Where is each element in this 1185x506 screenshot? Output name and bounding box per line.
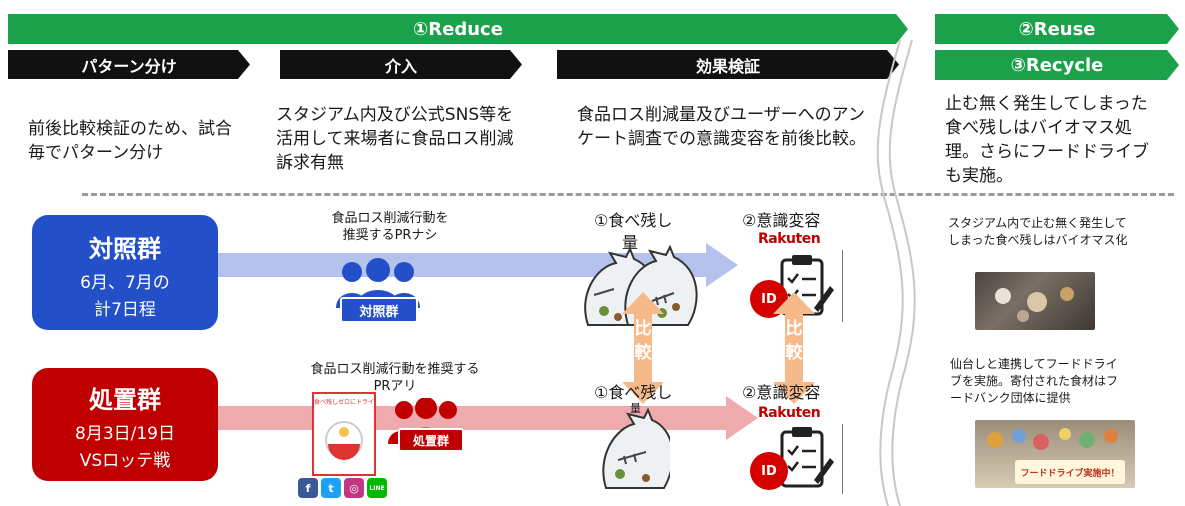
dashed-separator <box>82 193 1174 196</box>
compare-food-char-1: 比 <box>634 319 652 339</box>
rakuten-logo: Rakuten <box>758 231 821 247</box>
verify-description: 食品ロス削減量及びユーザーへのアンケート調査での意識変容を前後比較。 <box>577 105 866 149</box>
control-awareness-label: ②意識変容 <box>742 211 821 230</box>
compare-arrow-food <box>622 292 664 404</box>
treatment-group-detail-2: VSロッテ戦 <box>79 451 171 471</box>
wavy-divider <box>876 40 916 506</box>
control-group-detail-2: 計7日程 <box>94 300 156 320</box>
treatment-group-box: 処置群 8月3日/19日 VSロッテ戦 <box>32 368 218 481</box>
food-drive-sign: フードドライブ実施中！ <box>1015 460 1125 484</box>
step-verify: 効果検証 <box>557 50 899 79</box>
facebook-icon[interactable]: f <box>298 478 318 498</box>
plate-icon <box>325 421 363 460</box>
recycle-banner-label: ③Recycle <box>1010 54 1104 76</box>
line-icon[interactable]: LINE <box>367 478 387 498</box>
treatment-flow-arrow <box>218 396 758 440</box>
step-intervention-label: 介入 <box>384 56 417 76</box>
control-food-label-2: 量 <box>622 233 639 252</box>
pr-poster-text: 食べ残しゼロにトライ <box>314 399 374 406</box>
biomass-note: スタジアム内で止む無く発生してしまった食べ残しはバイオマス化 <box>948 216 1128 247</box>
treatment-pr-text-2: PRアリ <box>373 379 417 394</box>
reuse-banner: ②Reuse <box>935 14 1179 44</box>
compare-awareness-char-1: 比 <box>785 319 803 339</box>
control-group-box: 対照群 6月、7月の 計7日程 <box>32 215 218 330</box>
control-group-title: 対照群 <box>89 235 161 263</box>
reduce-banner: ①Reduce <box>8 14 908 44</box>
recycle-description: 止む無く発生してしまった食べ残しはバイオマス処理。さらにフードドライブも実施。 <box>945 94 1149 186</box>
control-people-badge: 対照群 <box>340 297 418 323</box>
treatment-group-title: 処置群 <box>89 386 161 414</box>
step-pattern-label: パターン分け <box>81 56 177 76</box>
control-group-detail-1: 6月、7月の <box>80 273 170 293</box>
pattern-description: 前後比較検証のため、試合毎でパターン分け <box>28 119 232 163</box>
sns-icons: f t ◎ LINE <box>298 478 387 498</box>
compare-food-char-2: 較 <box>634 343 652 363</box>
control-pr-text-2: 推奨するPRナシ <box>342 228 438 243</box>
compare-arrow-awareness <box>773 292 815 404</box>
treatment-group-detail-1: 8月3日/19日 <box>75 424 175 444</box>
step-intervention: 介入 <box>280 50 522 79</box>
control-food-label-1: ①食べ残し <box>594 211 673 230</box>
recycle-banner: ③Recycle <box>935 50 1179 80</box>
compare-awareness-char-2: 較 <box>785 343 803 363</box>
treatment-awareness-label: ②意識変容 <box>742 383 821 402</box>
intervention-description: スタジアム内及び公式SNS等を活用して来場者に食品ロス削減訴求有無 <box>276 105 514 173</box>
treatment-divider-line <box>842 424 843 494</box>
treatment-pr-text-1: 食品ロス削減行動を推奨する <box>310 362 480 377</box>
twitter-icon[interactable]: t <box>321 478 341 498</box>
food-drive-photo: フードドライブ実施中！ <box>975 420 1135 488</box>
reduce-banner-label: ①Reduce <box>413 18 503 40</box>
biomass-photo <box>975 272 1095 330</box>
step-pattern: パターン分け <box>8 50 250 79</box>
treatment-food-label-extra: 量 <box>630 402 641 415</box>
treatment-rakuten-logo: Rakuten <box>758 405 821 421</box>
reuse-banner-label: ②Reuse <box>1018 18 1096 40</box>
food-drive-note: 仙台しと連携してフードドライブを実施。寄付された食材はフードバンク団体に提供 <box>950 357 1119 405</box>
treatment-food-label: ①食べ残し <box>594 383 673 402</box>
step-verify-label: 効果検証 <box>695 56 760 76</box>
food-waste-bag-icon <box>602 408 670 489</box>
pr-poster: 食べ残しゼロにトライ <box>312 392 376 476</box>
treatment-clipboard-icon <box>780 427 834 488</box>
instagram-icon[interactable]: ◎ <box>344 478 364 498</box>
treatment-id-badge: ID <box>750 452 788 490</box>
treatment-people-badge: 処置群 <box>398 428 464 452</box>
control-pr-text-1: 食品ロス削減行動を <box>331 211 449 226</box>
control-divider-line <box>842 250 843 322</box>
